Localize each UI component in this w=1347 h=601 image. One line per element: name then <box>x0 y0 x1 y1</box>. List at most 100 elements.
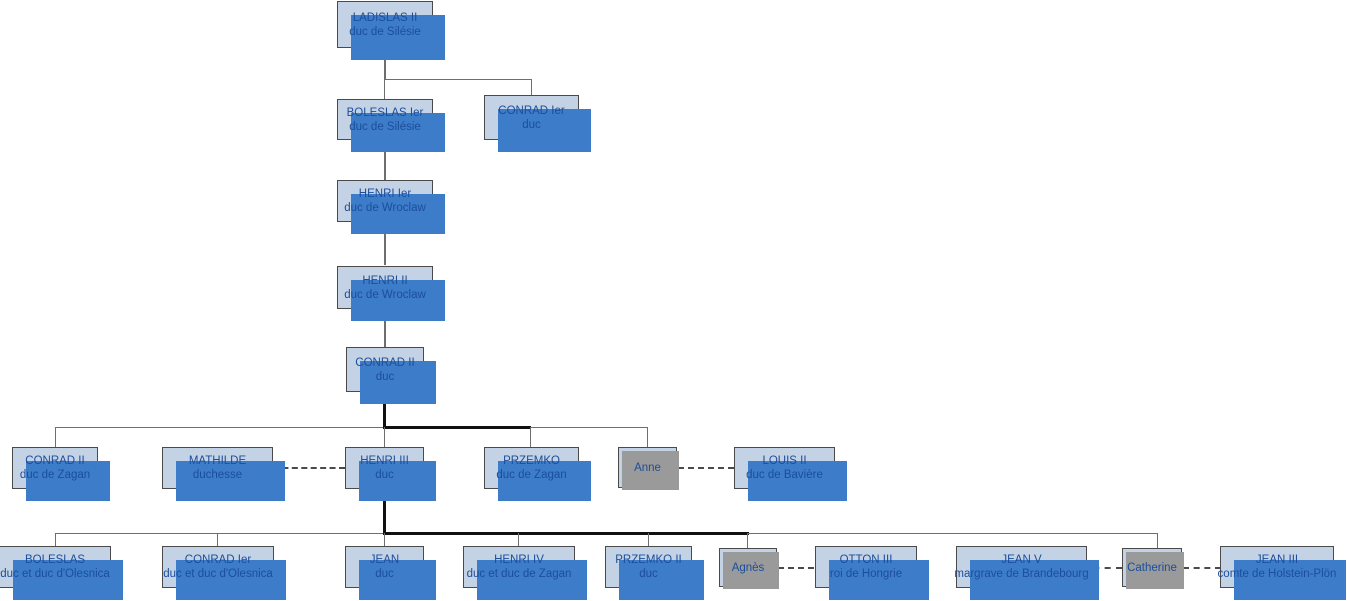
node-conrad1a[interactable]: CONRAD Ier duc <box>484 95 591 152</box>
node-przemko[interactable]: PRZEMKO duc de Zagan <box>484 447 591 501</box>
connector-row5-bus-center <box>383 532 749 535</box>
node-conrad2[interactable]: CONRAD II duc <box>346 347 436 404</box>
connector-row5-bus-left <box>55 533 385 534</box>
node-jean[interactable]: JEAN duc <box>345 546 436 600</box>
node-catherine[interactable]: Catherine <box>1122 548 1184 589</box>
node-title: duc et duc d'Olesnica <box>163 568 273 580</box>
node-name: HENRI Ier <box>358 188 412 200</box>
node-title: duc <box>639 568 658 580</box>
node-name: JEAN III <box>1255 554 1299 566</box>
marriage-link-catherine-jean3 <box>1183 567 1221 569</box>
node-shadow <box>723 552 779 589</box>
marriage-link-jean5-catherine <box>1082 567 1122 569</box>
node-shadow <box>176 461 285 501</box>
node-mathilde[interactable]: MATHILDE duchesse <box>162 447 285 501</box>
node-shadow <box>176 560 286 600</box>
node-name: HENRI III <box>360 455 409 467</box>
node-shadow <box>26 461 110 501</box>
connector-ladislas2-drop <box>384 48 386 80</box>
node-shadow <box>619 560 704 600</box>
node-name: Catherine <box>1127 561 1177 574</box>
connector-boleslas-ol-drop <box>55 533 56 553</box>
node-name: PRZEMKO II <box>615 554 682 566</box>
node-title: duc <box>375 469 394 481</box>
node-title: duc <box>375 568 394 580</box>
node-boleslas1[interactable]: BOLESLAS Ier duc de Silésie <box>337 99 445 152</box>
node-title: roi de Hongrie <box>829 568 903 580</box>
node-title: duchesse <box>192 469 243 481</box>
node-shadow <box>829 560 929 600</box>
node-shadow <box>360 361 436 404</box>
connector-anne-drop <box>647 427 648 447</box>
node-title: duc et duc de Zagan <box>466 568 572 580</box>
connector-agnes-drop <box>747 533 748 553</box>
node-name: LADISLAS II <box>352 11 418 24</box>
node-henri3[interactable]: HENRI III duc <box>345 447 436 501</box>
node-name: Agnès <box>731 561 765 574</box>
connector-henri3-down <box>383 489 386 533</box>
node-przemko2[interactable]: PRZEMKO II duc <box>605 546 704 600</box>
connector-boleslas1-drop <box>384 79 385 100</box>
connector-przemko-drop <box>530 427 531 447</box>
connector-henri1-henri2 <box>384 222 386 265</box>
node-name: MATHILDE <box>188 455 247 467</box>
connector-jean-drop <box>384 533 385 553</box>
node-title: duc de Wroclaw <box>344 288 426 301</box>
connector-henri4-drop <box>518 533 519 553</box>
node-title: duc de Silésie <box>349 25 421 38</box>
connector-przemko2-drop <box>648 533 649 553</box>
node-shadow <box>498 461 591 501</box>
node-name: OTTON III <box>839 554 893 566</box>
node-shadow <box>622 451 679 490</box>
node-title: duc de Bavière <box>746 469 823 481</box>
node-shadow <box>351 113 445 152</box>
node-title: duc de Silésie <box>349 120 421 133</box>
node-name: CONRAD Ier <box>498 104 565 117</box>
node-title: duc <box>375 370 395 383</box>
node-shadow <box>1126 552 1184 589</box>
node-shadow <box>498 109 591 152</box>
node-title: duc de Wroclaw <box>344 202 426 214</box>
node-conrad1-olesnica[interactable]: CONRAD Ier duc et duc d'Olesnica <box>162 546 286 600</box>
node-henri1[interactable]: HENRI Ier duc de Wroclaw <box>337 180 445 234</box>
connector-conrad1-ol-drop <box>217 533 218 553</box>
node-shadow <box>970 560 1099 600</box>
connector-row4-bus-center <box>383 426 531 429</box>
node-shadow <box>1234 560 1346 600</box>
node-name: HENRI II <box>362 274 408 287</box>
node-name: LOUIS II <box>762 455 807 467</box>
marriage-link-mathilde-henri3 <box>273 467 345 469</box>
node-title: duc et duc d'Olesnica <box>0 568 110 580</box>
node-name: CONRAD Ier <box>184 554 252 566</box>
node-title: margrave de Brandebourg <box>954 568 1089 580</box>
node-name: Anne <box>634 461 661 474</box>
node-title: duc <box>522 118 541 131</box>
node-title: duc de Zagan <box>496 469 567 481</box>
node-shadow <box>351 15 445 60</box>
node-jean3[interactable]: JEAN III comte de Holstein-Plön <box>1218 546 1346 600</box>
node-otton3[interactable]: OTTON III roi de Hongrie <box>815 546 929 600</box>
node-agnes[interactable]: Agnès <box>719 548 779 589</box>
node-boleslas-olesnica[interactable]: BOLESLAS duc et duc d'Olesnica <box>0 546 123 600</box>
node-name: CONRAD II <box>25 455 85 467</box>
node-henri2[interactable]: HENRI II duc de Wroclaw <box>337 266 445 321</box>
connector-catherine-drop <box>1157 533 1158 553</box>
node-shadow <box>13 560 123 600</box>
node-name: PRZEMKO <box>503 455 560 467</box>
node-anne[interactable]: Anne <box>618 447 679 490</box>
node-name: BOLESLAS <box>24 554 86 566</box>
node-name: JEAN <box>369 554 400 566</box>
node-shadow <box>359 461 436 501</box>
node-henri4[interactable]: HENRI IV duc et duc de Zagan <box>463 546 587 600</box>
node-louis2[interactable]: LOUIS II duc de Bavière <box>734 447 847 501</box>
node-name: HENRI IV <box>494 554 544 566</box>
node-conrad2-zagan[interactable]: CONRAD II duc de Zagan <box>12 447 110 501</box>
connector-henri3-drop <box>384 427 385 447</box>
connector-row5-bus-right <box>748 533 1158 534</box>
connector-conrad1a-drop <box>531 79 532 95</box>
node-name: CONRAD II <box>355 356 415 369</box>
marriage-link-agnes-otton3 <box>778 567 824 569</box>
connector-gen2-bus <box>384 79 532 80</box>
node-ladislas2[interactable]: LADISLAS II duc de Silésie <box>337 1 445 60</box>
node-jean5[interactable]: JEAN V margrave de Brandebourg <box>954 546 1099 600</box>
